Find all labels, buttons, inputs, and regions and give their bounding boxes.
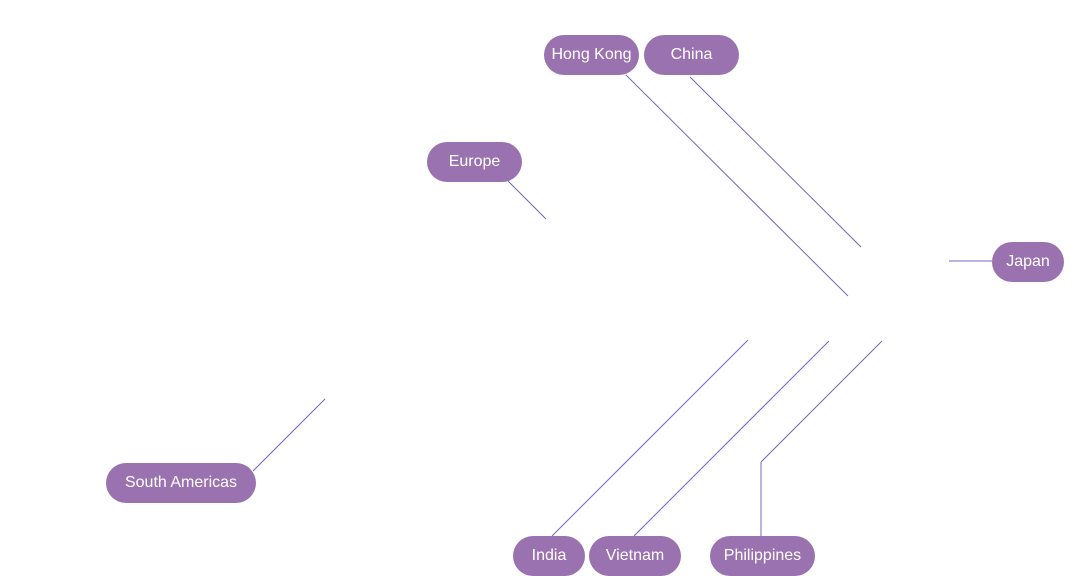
connector-china bbox=[689, 76, 862, 248]
node-philippines[interactable]: Philippines bbox=[710, 536, 815, 576]
node-hong-kong[interactable]: Hong Kong bbox=[544, 35, 639, 75]
node-china[interactable]: China bbox=[644, 35, 739, 75]
connector-hong-kong bbox=[625, 74, 849, 297]
node-europe[interactable]: Europe bbox=[427, 142, 522, 182]
node-vietnam[interactable]: Vietnam bbox=[589, 536, 681, 576]
connector-south-americas bbox=[252, 398, 326, 472]
node-japan[interactable]: Japan bbox=[992, 242, 1064, 282]
connector-india bbox=[551, 339, 749, 537]
connector-vietnam bbox=[633, 340, 830, 537]
connector-europe bbox=[507, 180, 547, 220]
node-india[interactable]: India bbox=[513, 536, 585, 576]
connector-philippines-diagonal bbox=[760, 340, 883, 463]
node-south-americas[interactable]: South Americas bbox=[106, 463, 256, 503]
